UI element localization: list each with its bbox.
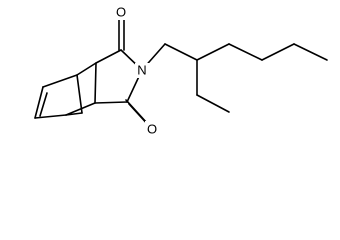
bond-fusion-lower-to-bridgehead-lower	[65, 102, 96, 116]
oxygen-bottom-label: O	[147, 122, 157, 137]
bond-chain-2-to-chain-3	[261, 43, 295, 61]
bond-alkene-upper-to-alkene-lower	[34, 86, 44, 119]
bond-chain-3-to-chain-4	[293, 43, 328, 61]
atom-labels: O N O	[113, 5, 160, 137]
oxygen-top-label: O	[116, 5, 126, 20]
chemical-structure-diagram: O N O	[34, 5, 328, 137]
bond-alkene-inner-line	[39, 92, 48, 117]
bond-methylene-to-bridgehead-lower	[65, 112, 83, 116]
bond-fusion-upper-to-fusion-lower	[94, 62, 97, 104]
bond-ethyl-1-to-ethyl-2	[196, 94, 230, 113]
bond-fusion-upper-to-carbonyl-upper	[95, 49, 122, 64]
nitrogen-label: N	[137, 63, 146, 78]
bond-bridgehead-upper-to-fusion-upper	[76, 62, 97, 76]
bond-methylene-to-branch	[164, 43, 198, 61]
ethylhexyl-chain	[141, 43, 328, 113]
bicyclic-ring-system	[34, 62, 97, 119]
bond-alkene-lower-to-bridgehead-lower	[34, 114, 67, 119]
bond-branch-to-chain-1	[196, 43, 230, 61]
bond-bridgehead-upper-to-alkene-upper	[42, 74, 78, 88]
bond-chain-1-to-chain-2	[228, 43, 263, 61]
bond-bridgehead-upper-to-methylene	[76, 74, 83, 114]
bond-carbonyl-lower-to-fusion-lower	[94, 101, 128, 104]
